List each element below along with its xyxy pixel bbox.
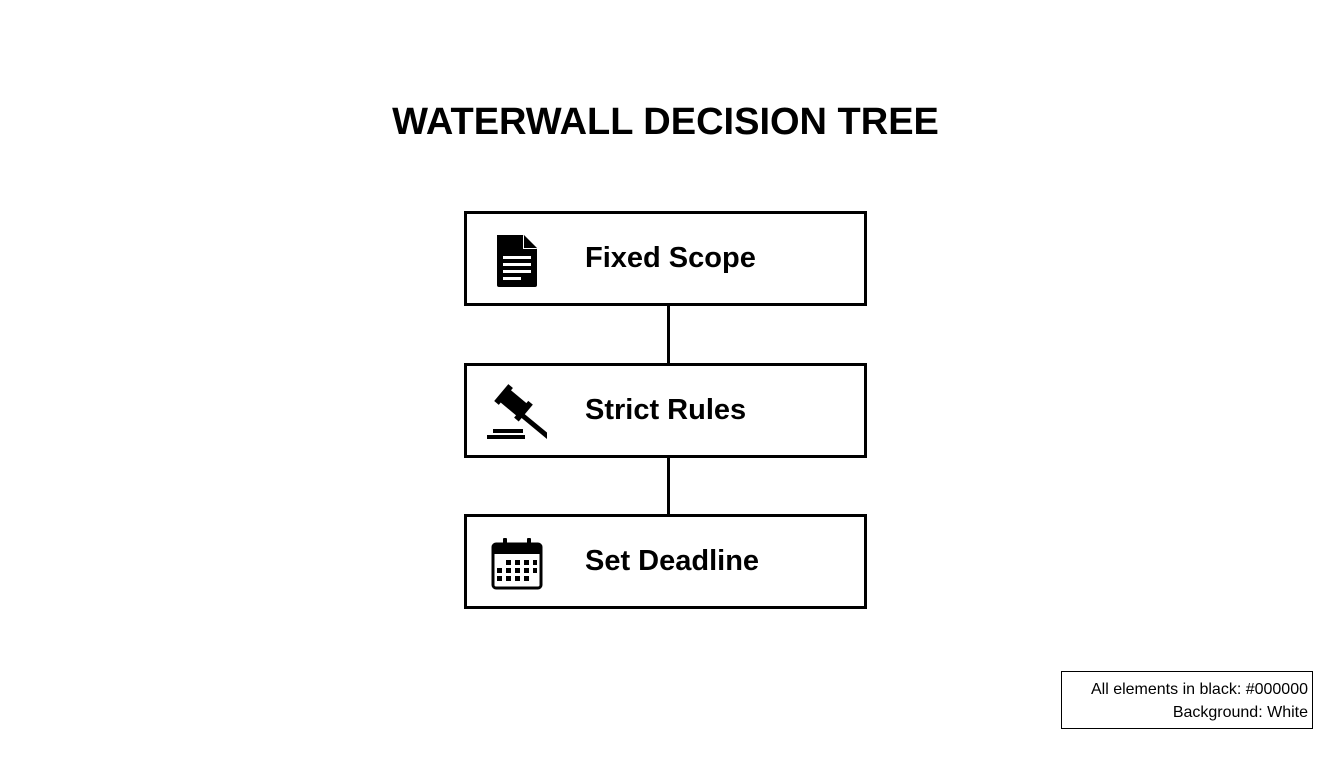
node-label: Fixed Scope	[585, 242, 756, 274]
node-label: Set Deadline	[585, 545, 760, 577]
diagram-title: WATERWALL DECISION TREE	[392, 101, 939, 143]
node-label: Strict Rules	[585, 394, 747, 426]
legend-box: All elements in black: #000000 Backgroun…	[1061, 671, 1313, 729]
connector-line	[667, 306, 670, 365]
document-icon	[487, 231, 547, 291]
node-set-deadline: Set Deadline	[464, 514, 867, 609]
legend-line-color: All elements in black: #000000	[1090, 681, 1308, 698]
node-strict-rules: Strict Rules	[464, 363, 867, 458]
node-fixed-scope: Fixed Scope	[464, 211, 867, 306]
connector-line	[667, 458, 670, 516]
gavel-icon	[487, 383, 547, 443]
legend-line-background: Background: White	[1172, 704, 1308, 721]
calendar-icon	[487, 534, 547, 594]
